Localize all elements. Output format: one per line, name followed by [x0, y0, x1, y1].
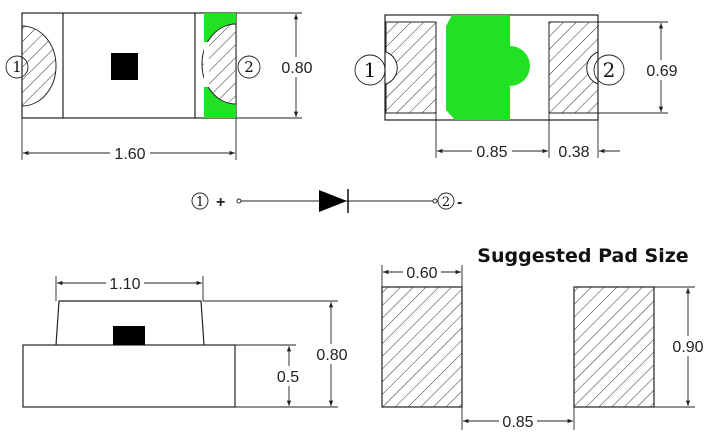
thermal-pad-green — [446, 15, 530, 120]
schematic-pin2-polarity: - — [457, 194, 462, 211]
schematic-pin2-label: 2 — [442, 195, 450, 210]
length-dimension: 1.60 — [114, 146, 145, 163]
schematic-pin1-marker — [191, 192, 209, 210]
schematic-pin2-marker — [437, 192, 455, 210]
base-height-dimension: 0.5 — [277, 369, 299, 386]
bottom-pin1-marker — [354, 54, 386, 86]
schematic-pin1-polarity: + — [216, 194, 225, 211]
suggested-pad-gap: 0.85 — [502, 414, 533, 431]
side-view: 1.10 0.80 0.5 — [22, 273, 349, 408]
bottom-pin1-label: 1 — [364, 58, 377, 82]
bottom-pad1 — [385, 21, 437, 114]
bottom-view: 1 2 0.69 0.85 0.38 — [354, 14, 679, 161]
schematic-pin1-label: 1 — [196, 195, 204, 210]
pad1-hatched — [21, 25, 57, 107]
pin1-marker — [5, 55, 29, 79]
chip-die — [111, 53, 138, 80]
pin1-label: 1 — [12, 58, 22, 76]
suggested-pad-right — [573, 286, 655, 408]
pin2-label: 2 — [244, 58, 254, 76]
pad2-hatched — [201, 23, 237, 105]
pad-height-dimension: 0.69 — [646, 63, 677, 80]
suggested-pad-width: 0.60 — [406, 265, 437, 282]
height-dimension: 0.80 — [281, 60, 312, 77]
pin2-marker — [237, 55, 261, 79]
bottom-pin2-marker — [593, 54, 625, 86]
top-view: 1 2 0.80 1.60 — [5, 12, 314, 163]
pad-layout-title: Suggested Pad Size — [477, 245, 688, 267]
suggested-pad-left — [381, 286, 463, 408]
pad-layout: Suggested Pad Size 0.60 0.90 0.85 — [381, 245, 706, 431]
diode-icon — [319, 190, 347, 212]
suggested-pad-height: 0.90 — [672, 339, 703, 356]
lens-width-dimension: 1.10 — [109, 276, 140, 293]
center-width-dimension: 0.85 — [476, 144, 507, 161]
base-outline — [22, 344, 236, 408]
side-chip-die — [113, 326, 145, 345]
bottom-pad2 — [548, 21, 599, 114]
schematic: 1 + 2 - — [191, 189, 462, 213]
total-height-dimension: 0.80 — [316, 347, 347, 364]
bottom-pin2-label: 2 — [603, 58, 616, 82]
lens-outline — [55, 300, 205, 346]
pad-width-dimension: 0.38 — [558, 144, 589, 161]
